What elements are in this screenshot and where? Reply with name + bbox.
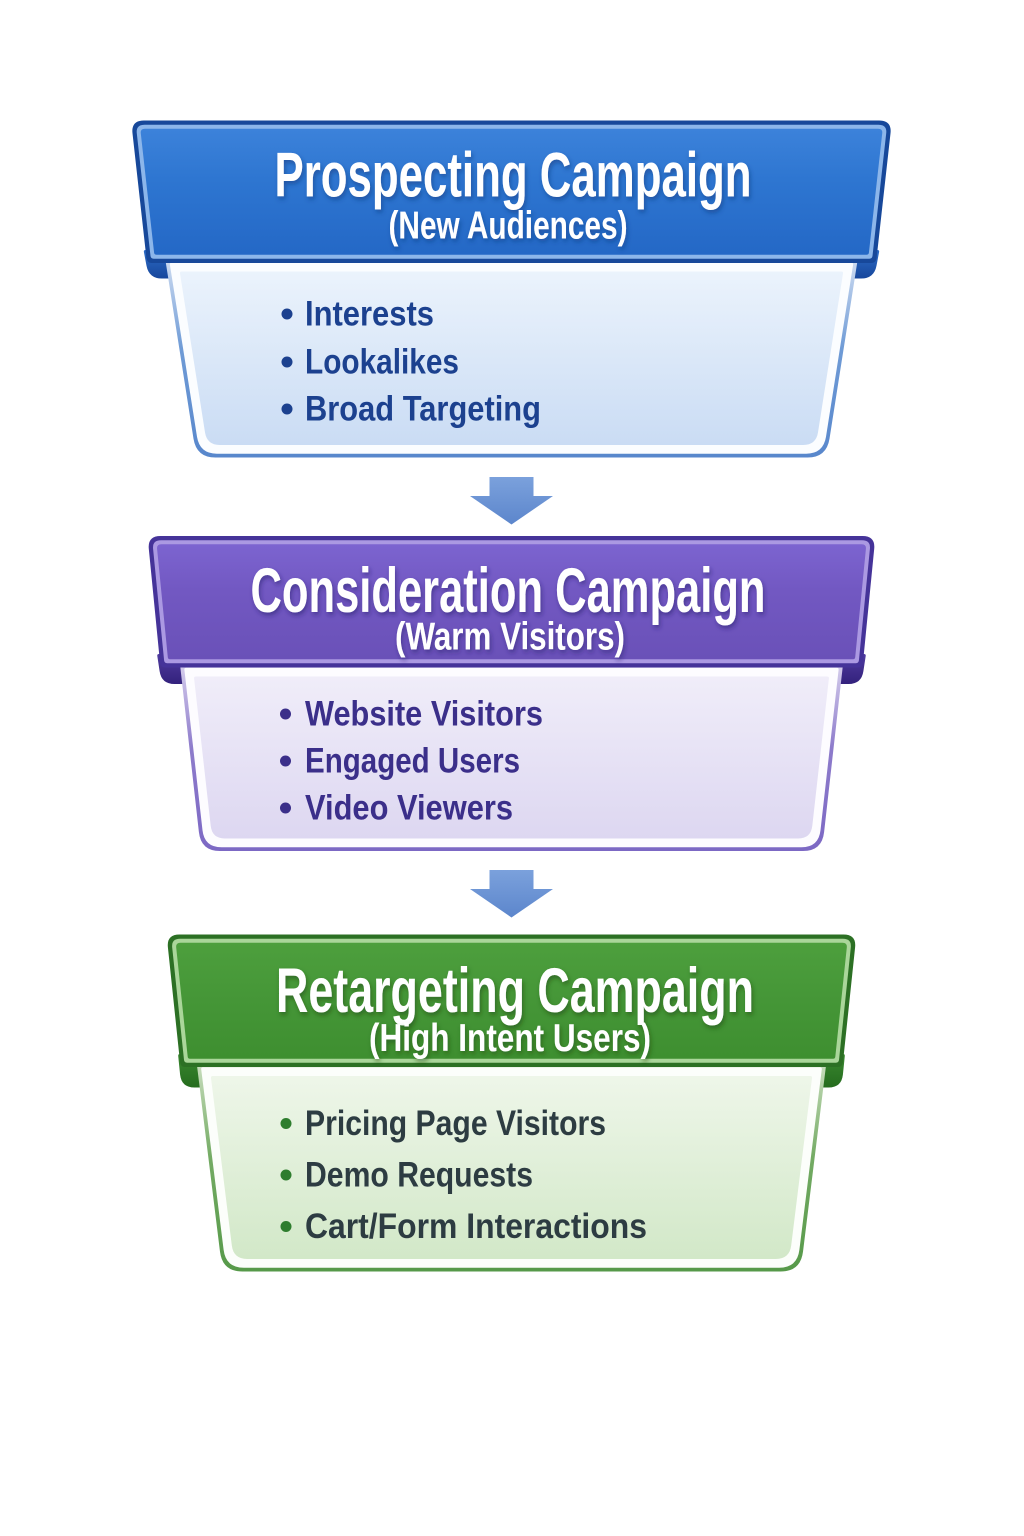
svg-text:(Warm Visitors): (Warm Visitors) — [395, 616, 625, 659]
svg-text:Retargeting Campaign: Retargeting Campaign — [276, 956, 754, 1026]
svg-text:Pricing Page Visitors: Pricing Page Visitors — [305, 1104, 606, 1143]
svg-text:Demo Requests: Demo Requests — [305, 1156, 533, 1195]
svg-text:Broad Targeting: Broad Targeting — [305, 390, 541, 429]
svg-text:Video Viewers: Video Viewers — [305, 789, 513, 828]
svg-text:Website Visitors: Website Visitors — [305, 695, 543, 734]
svg-text:Prospecting Campaign: Prospecting Campaign — [275, 141, 752, 211]
svg-text:Consideration Campaign: Consideration Campaign — [251, 556, 766, 626]
svg-text:(High Intent Users): (High Intent Users) — [369, 1017, 651, 1060]
svg-text:Lookalikes: Lookalikes — [305, 343, 459, 382]
svg-text:Engaged Users: Engaged Users — [305, 742, 520, 781]
svg-text:(New Audiences): (New Audiences) — [389, 205, 628, 248]
svg-text:Interests: Interests — [305, 295, 434, 334]
svg-text:Cart/Form Interactions: Cart/Form Interactions — [305, 1207, 647, 1246]
